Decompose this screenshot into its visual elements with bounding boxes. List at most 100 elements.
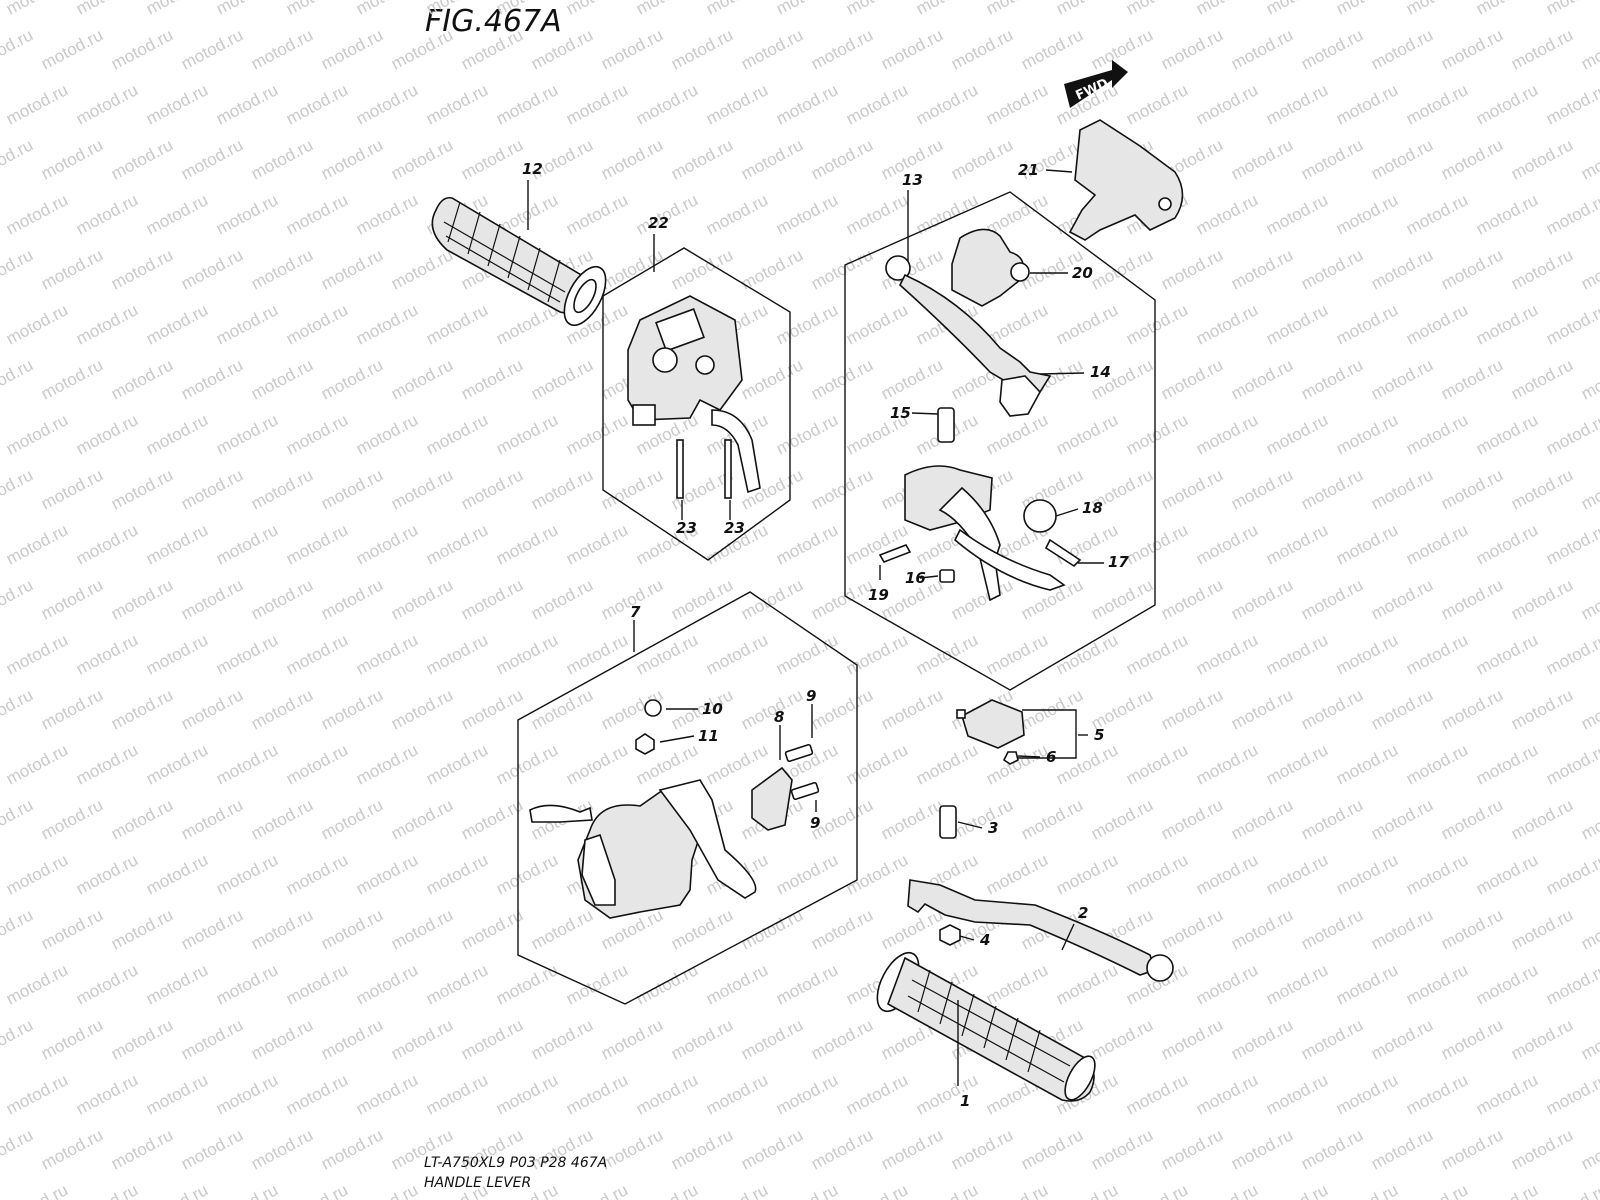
watermark-text: motod.ru — [1578, 1015, 1600, 1063]
watermark-text: motod.ru — [0, 575, 36, 623]
watermark-text: motod.ru — [948, 25, 1016, 73]
watermark-text: motod.ru — [1438, 25, 1506, 73]
watermark-text: motod.ru — [1578, 355, 1600, 403]
watermark-text: motod.ru — [0, 25, 36, 73]
watermark-text: motod.ru — [1263, 0, 1331, 19]
watermark-text: motod.ru — [633, 1180, 701, 1200]
watermark-text: motod.ru — [528, 905, 596, 953]
watermark-text: motod.ru — [738, 25, 806, 73]
watermark-text: motod.ru — [0, 80, 1, 128]
watermark-text: motod.ru — [703, 0, 771, 19]
watermark-text: motod.ru — [563, 410, 631, 458]
watermark-text: motod.ru — [703, 960, 771, 1008]
watermark-text: motod.ru — [283, 1070, 351, 1118]
watermark-text: motod.ru — [1403, 190, 1471, 238]
watermark-text: motod.ru — [1298, 795, 1366, 843]
watermark-text: motod.ru — [38, 135, 106, 183]
watermark-text: motod.ru — [3, 630, 71, 678]
watermark-text: motod.ru — [318, 1125, 386, 1173]
callout-21: 21 — [1018, 161, 1039, 179]
watermark-text: motod.ru — [1298, 575, 1366, 623]
watermark-text: motod.ru — [1158, 245, 1226, 293]
watermark-text: motod.ru — [38, 1015, 106, 1063]
watermark-text: motod.ru — [423, 960, 491, 1008]
watermark-text: motod.ru — [773, 960, 841, 1008]
watermark-text: motod.ru — [1543, 410, 1600, 458]
watermark-text: motod.ru — [1123, 410, 1191, 458]
watermark-text: motod.ru — [283, 850, 351, 898]
watermark-text: motod.ru — [1333, 1180, 1401, 1200]
watermark-text: motod.ru — [773, 0, 841, 19]
watermark-text: motod.ru — [108, 905, 176, 953]
watermark-text: motod.ru — [283, 190, 351, 238]
watermark-text: motod.ru — [1543, 80, 1600, 128]
watermark-text: motod.ru — [1473, 410, 1541, 458]
watermark-text: motod.ru — [1193, 520, 1261, 568]
watermark-text: motod.ru — [318, 245, 386, 293]
watermark-text: motod.ru — [1228, 1125, 1296, 1173]
watermark-text: motod.ru — [1158, 905, 1226, 953]
callout-13: 13 — [902, 171, 923, 189]
watermark-text: motod.ru — [353, 0, 421, 19]
watermark-text: motod.ru — [423, 410, 491, 458]
watermark-text: motod.ru — [1473, 1180, 1541, 1200]
watermark-text: motod.ru — [1158, 795, 1226, 843]
watermark-text: motod.ru — [38, 355, 106, 403]
watermark-text: motod.ru — [1578, 575, 1600, 623]
watermark-text: motod.ru — [213, 300, 281, 348]
watermark-text: motod.ru — [843, 190, 911, 238]
watermark-text: motod.ru — [1228, 135, 1296, 183]
watermark-text: motod.ru — [913, 0, 981, 19]
watermark-text: motod.ru — [0, 300, 1, 348]
leader-line-14 — [1039, 372, 1085, 375]
watermark-text: motod.ru — [353, 300, 421, 348]
watermark-text: motod.ru — [1473, 300, 1541, 348]
watermark-text: motod.ru — [878, 795, 946, 843]
watermark-text: motod.ru — [318, 135, 386, 183]
watermark-text: motod.ru — [563, 1180, 631, 1200]
watermark-text: motod.ru — [178, 355, 246, 403]
watermark-text: motod.ru — [878, 905, 946, 953]
watermark-text: motod.ru — [1158, 1015, 1226, 1063]
watermark-text: motod.ru — [143, 80, 211, 128]
watermark-text: motod.ru — [1263, 410, 1331, 458]
watermark-text: motod.ru — [1508, 1125, 1576, 1173]
watermark-text: motod.ru — [38, 1125, 106, 1173]
callout-6: 6 — [1046, 748, 1056, 766]
watermark-text: motod.ru — [178, 135, 246, 183]
watermark-text: motod.ru — [1438, 465, 1506, 513]
watermark-text: motod.ru — [598, 1125, 666, 1173]
watermark-text: motod.ru — [913, 190, 981, 238]
watermark-text: motod.ru — [738, 355, 806, 403]
watermark-text: motod.ru — [108, 465, 176, 513]
watermark-text: motod.ru — [1473, 0, 1541, 19]
switch-assembly-part-22 — [627, 295, 761, 499]
leader-line-6 — [1017, 755, 1041, 758]
watermark-text: motod.ru — [283, 80, 351, 128]
watermark-text: motod.ru — [1578, 465, 1600, 513]
watermark-text: motod.ru — [3, 190, 71, 238]
watermark-text: motod.ru — [773, 1180, 841, 1200]
watermark-text: motod.ru — [668, 245, 736, 293]
watermark-text: motod.ru — [1403, 300, 1471, 348]
watermark-text: motod.ru — [1298, 465, 1366, 513]
watermark-text: motod.ru — [143, 740, 211, 788]
grip-part-1 — [876, 951, 1096, 1102]
watermark-text: motod.ru — [1228, 685, 1296, 733]
watermark-text: motod.ru — [843, 1180, 911, 1200]
lever-cover-part-21 — [1068, 119, 1184, 241]
watermark-text: motod.ru — [143, 520, 211, 568]
watermark-text: motod.ru — [423, 850, 491, 898]
watermark-text: motod.ru — [1368, 25, 1436, 73]
watermark-text: motod.ru — [1543, 300, 1600, 348]
watermark-text: motod.ru — [1228, 905, 1296, 953]
watermark-text: motod.ru — [0, 1070, 1, 1118]
watermark-text: motod.ru — [563, 740, 631, 788]
watermark-text: motod.ru — [1263, 850, 1331, 898]
watermark-text: motod.ru — [1053, 960, 1121, 1008]
callout-23: 23 — [676, 519, 697, 537]
watermark-text: motod.ru — [1123, 80, 1191, 128]
watermark-text: motod.ru — [1543, 1180, 1600, 1200]
watermark-text: motod.ru — [528, 465, 596, 513]
callout-11: 11 — [698, 727, 719, 745]
